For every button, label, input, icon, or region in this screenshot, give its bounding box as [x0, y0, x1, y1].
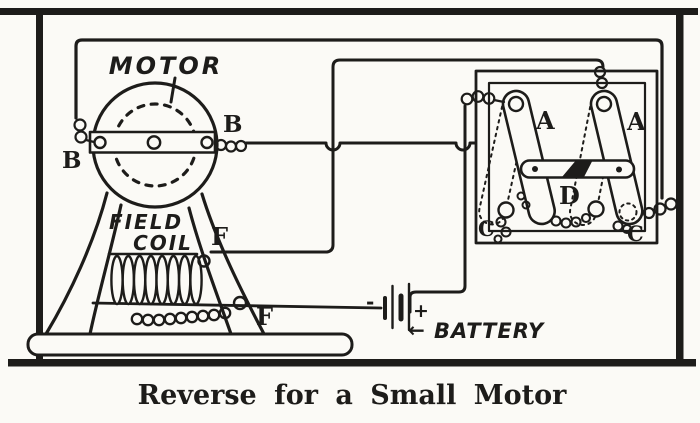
coil-turn — [121, 254, 136, 306]
brush-right-label: B — [223, 111, 242, 138]
winding-loop — [207, 308, 221, 322]
coil-turn — [189, 254, 203, 306]
field-label: FIELD — [109, 210, 183, 234]
leg-left-inner — [88, 203, 123, 336]
battery — [383, 282, 411, 332]
wire-brush-right-to-switch — [244, 141, 478, 152]
left-contact-coil — [493, 216, 512, 244]
coil-label: COIL — [133, 231, 193, 255]
pigtail-connections — [73, 65, 678, 244]
arm-left-label: A — [535, 106, 555, 135]
wire-battery-positive-to-left-arm — [408, 104, 467, 314]
field-terminal-bottom-label: F — [256, 302, 273, 331]
frame-right — [676, 12, 684, 362]
brush-right-pigtail — [214, 138, 248, 153]
field-coil — [107, 252, 248, 327]
arm-left-pivot-coil — [460, 90, 506, 106]
contact-left-label: C — [478, 216, 495, 241]
link-bar-label: D — [559, 181, 580, 210]
field-bottom-terminal-curl — [232, 295, 248, 311]
reversing-switch — [474, 69, 659, 245]
winding-loop — [185, 310, 199, 324]
battery-positive-label: + — [413, 300, 429, 322]
field-top-terminal-curl — [197, 254, 211, 268]
winding-loop — [141, 313, 155, 327]
shaft-center — [146, 135, 162, 150]
winding-loop — [174, 311, 188, 325]
coil-turn — [144, 254, 158, 306]
frame-left — [36, 12, 43, 362]
battery-negative-label: - — [366, 290, 374, 314]
leg-right-outer — [200, 192, 266, 336]
coil-turn — [110, 254, 124, 306]
wire-field-top-to-right-arm — [209, 58, 605, 254]
brush-left-label: B — [62, 147, 81, 174]
base-plinth — [26, 332, 354, 357]
field-lower-winding — [130, 295, 248, 327]
motor-label-pointer — [169, 76, 177, 104]
switch-arm-left — [501, 89, 556, 226]
winding-loop — [196, 309, 210, 323]
arm-right-label: A — [626, 107, 646, 136]
coil-turn — [177, 254, 192, 306]
winding-loop — [163, 312, 177, 326]
leg-right-inner — [187, 206, 233, 336]
brush-right-stud — [200, 135, 214, 150]
link-bar-insulation — [562, 161, 592, 177]
wire-brush-left-to-right-contact — [74, 38, 664, 200]
contact-stud-left — [497, 201, 515, 219]
switch-arm-right — [589, 89, 644, 226]
arm-right-foot-studs — [612, 220, 633, 235]
battery-label: BATTERY — [434, 319, 545, 343]
frame-top — [0, 8, 698, 15]
brush-left-stud — [93, 135, 107, 150]
arm-right-pivot-coil — [593, 65, 609, 90]
arm-left-pivot-hole — [507, 95, 525, 113]
contact-right-label: C — [627, 221, 644, 246]
coil-turn — [132, 254, 147, 306]
link-rivet-right — [616, 166, 622, 173]
arm-right-pivot-hole — [595, 95, 613, 113]
link-rivet-left — [532, 166, 538, 172]
motor — [88, 76, 219, 209]
figure-caption: Reverse for a Small Motor — [138, 380, 567, 411]
contact-stud-right-dotted — [618, 202, 638, 222]
link-bar — [519, 159, 636, 179]
arm-left-foot-curls — [516, 191, 531, 210]
switch-board-inner — [487, 81, 647, 233]
motor-label: MOTOR — [109, 52, 224, 80]
coil-turn — [155, 254, 169, 306]
contact-stud-middle — [587, 200, 605, 218]
border-frame — [0, 8, 698, 367]
labels: MOTOR FIELD COIL BATTERY B B F F A A D C… — [62, 52, 646, 343]
winding-loop — [218, 306, 232, 320]
foot-to-middle-pigtail — [550, 212, 592, 229]
brush-left-pigtail — [73, 118, 96, 144]
winding-loop — [130, 312, 144, 326]
battery-pointer-arrow: ← — [408, 318, 425, 342]
right-contact-coil — [642, 197, 678, 220]
leg-left-outer — [44, 191, 109, 336]
frame-bottom — [8, 359, 696, 367]
coil-turn — [166, 254, 181, 306]
field-terminal-top-label: F — [211, 222, 228, 251]
winding-loop — [152, 313, 166, 327]
pedestal — [26, 191, 354, 357]
